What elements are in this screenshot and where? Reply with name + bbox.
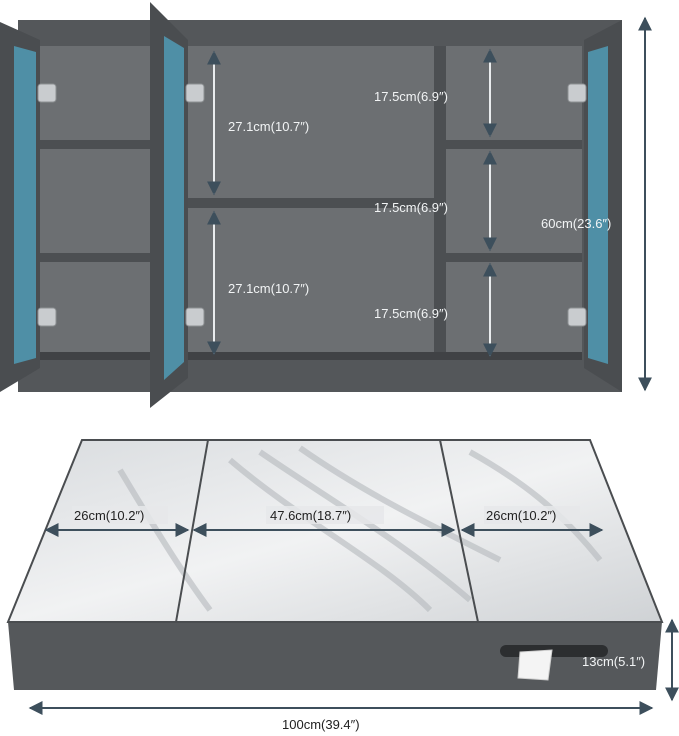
middle-shelf	[180, 198, 434, 208]
left-section-width-label: 26cm(10.2″)	[74, 508, 144, 523]
tissue-icon	[517, 649, 553, 681]
total-width-label: 100cm(39.4″)	[282, 717, 360, 732]
right-shelf-upper	[446, 140, 582, 149]
open-cabinet-front-view: 27.1cm(10.7″) 27.1cm(10.7″) 17.5cm(6.9″)…	[0, 2, 652, 408]
depth-label: 13cm(5.1″)	[582, 654, 645, 669]
left-shelf-lower	[40, 253, 152, 262]
right-section-width-label: 26cm(10.2″)	[486, 508, 556, 523]
door-divider-right	[439, 439, 479, 623]
middle-door-glass	[164, 36, 184, 380]
right-top-shelf-label: 17.5cm(6.9″)	[374, 89, 448, 104]
right-bottom-shelf-label: 17.5cm(6.9″)	[374, 306, 448, 321]
cabinet-front-face	[8, 622, 662, 690]
left-lower-height-label: 27.1cm(10.7″)	[228, 281, 309, 296]
left-shelf-upper	[40, 140, 152, 149]
center-divider	[434, 46, 446, 358]
left-outer-door-glass	[14, 46, 36, 364]
right-shelf-lower	[446, 253, 582, 262]
right-middle-shelf-label: 17.5cm(6.9″)	[374, 200, 448, 215]
right-outer-door-glass	[588, 46, 608, 364]
left-upper-height-label: 27.1cm(10.7″)	[228, 119, 309, 134]
bottom-ledge	[40, 352, 582, 360]
closed-cabinet-perspective-view: 26cm(10.2″) 47.6cm(18.7″) 26cm(10.2″) 13…	[6, 439, 679, 732]
total-height-label: 60cm(23.6″)	[541, 216, 611, 231]
middle-section-width-label: 47.6cm(18.7″)	[270, 508, 351, 523]
door-divider-left	[175, 439, 209, 623]
hinge-icon	[37, 83, 587, 327]
